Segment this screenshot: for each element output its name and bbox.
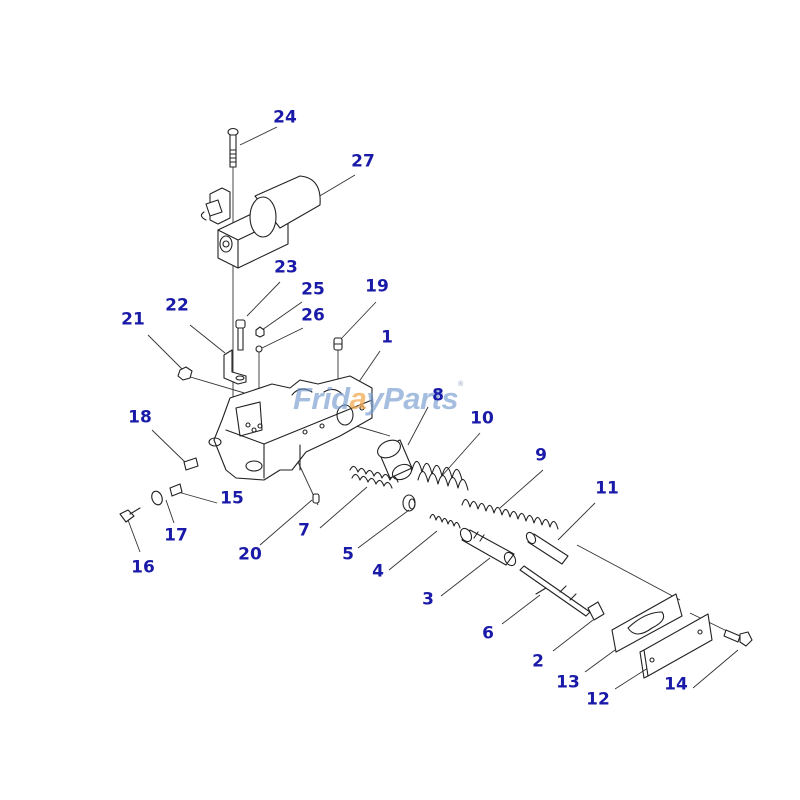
part-15-plug <box>169 483 183 497</box>
part-11-piston <box>525 531 569 565</box>
callout-8: 8 <box>432 385 444 406</box>
callout-12: 12 <box>586 689 610 710</box>
watermark-text-start: Frid <box>293 381 350 416</box>
leader-lines <box>127 126 739 690</box>
part-17-o-ring <box>151 490 163 506</box>
callout-7: 7 <box>298 520 310 541</box>
callout-13: 13 <box>556 672 580 693</box>
callout-22: 22 <box>165 295 189 316</box>
callout-21: 21 <box>121 309 145 330</box>
part-19-plug <box>333 337 343 351</box>
part-6-pin <box>535 587 547 595</box>
part-4-spring <box>429 513 461 529</box>
part-12-cover <box>639 613 713 679</box>
part-23-bolt <box>235 319 246 351</box>
part-24-bolt <box>227 127 239 168</box>
callout-4: 4 <box>372 561 384 582</box>
watermark-logo: FridayParts® <box>293 381 463 417</box>
part-22-bracket <box>223 349 247 385</box>
callout-26: 26 <box>301 305 325 326</box>
registered-icon: ® <box>458 381 463 388</box>
watermark-text-end: Parts <box>383 381 459 416</box>
callout-27: 27 <box>351 151 375 172</box>
part-14-bolt <box>723 629 753 647</box>
callout-1: 1 <box>381 327 393 348</box>
callout-24: 24 <box>273 107 297 128</box>
part-7-spring <box>349 465 399 489</box>
callout-16: 16 <box>131 557 155 578</box>
callout-6: 6 <box>482 623 494 644</box>
callout-2: 2 <box>532 651 544 672</box>
callout-25: 25 <box>301 279 325 300</box>
callout-17: 17 <box>164 525 188 546</box>
part-16-bolt <box>119 507 141 523</box>
part-10-spring <box>411 460 469 491</box>
part-26-washer <box>255 345 263 353</box>
watermark-check-mark: a <box>349 381 367 416</box>
part-3-spool <box>459 527 517 567</box>
part-5-retainer <box>402 494 416 512</box>
callout-14: 14 <box>664 674 688 695</box>
callout-18: 18 <box>128 407 152 428</box>
part-8-sleeve <box>377 439 413 481</box>
part-25-nut <box>255 326 265 338</box>
part-2-shaft <box>519 565 605 621</box>
part-21-plug <box>177 366 193 381</box>
part-18-plug <box>183 457 199 471</box>
callout-19: 19 <box>365 276 389 297</box>
callout-15: 15 <box>220 488 244 509</box>
callout-3: 3 <box>422 589 434 610</box>
callout-20: 20 <box>238 544 262 565</box>
part-13-gasket <box>611 593 683 653</box>
callout-10: 10 <box>470 408 494 429</box>
part-9-spring <box>461 498 559 530</box>
callout-9: 9 <box>535 445 547 466</box>
callout-11: 11 <box>595 478 619 499</box>
callout-5: 5 <box>342 544 354 565</box>
part-20-pin <box>312 493 320 504</box>
callout-23: 23 <box>274 257 298 278</box>
watermark-text-mid: y <box>366 381 384 416</box>
part-1-valve-body <box>208 375 373 481</box>
part-27-solenoid <box>200 175 321 269</box>
